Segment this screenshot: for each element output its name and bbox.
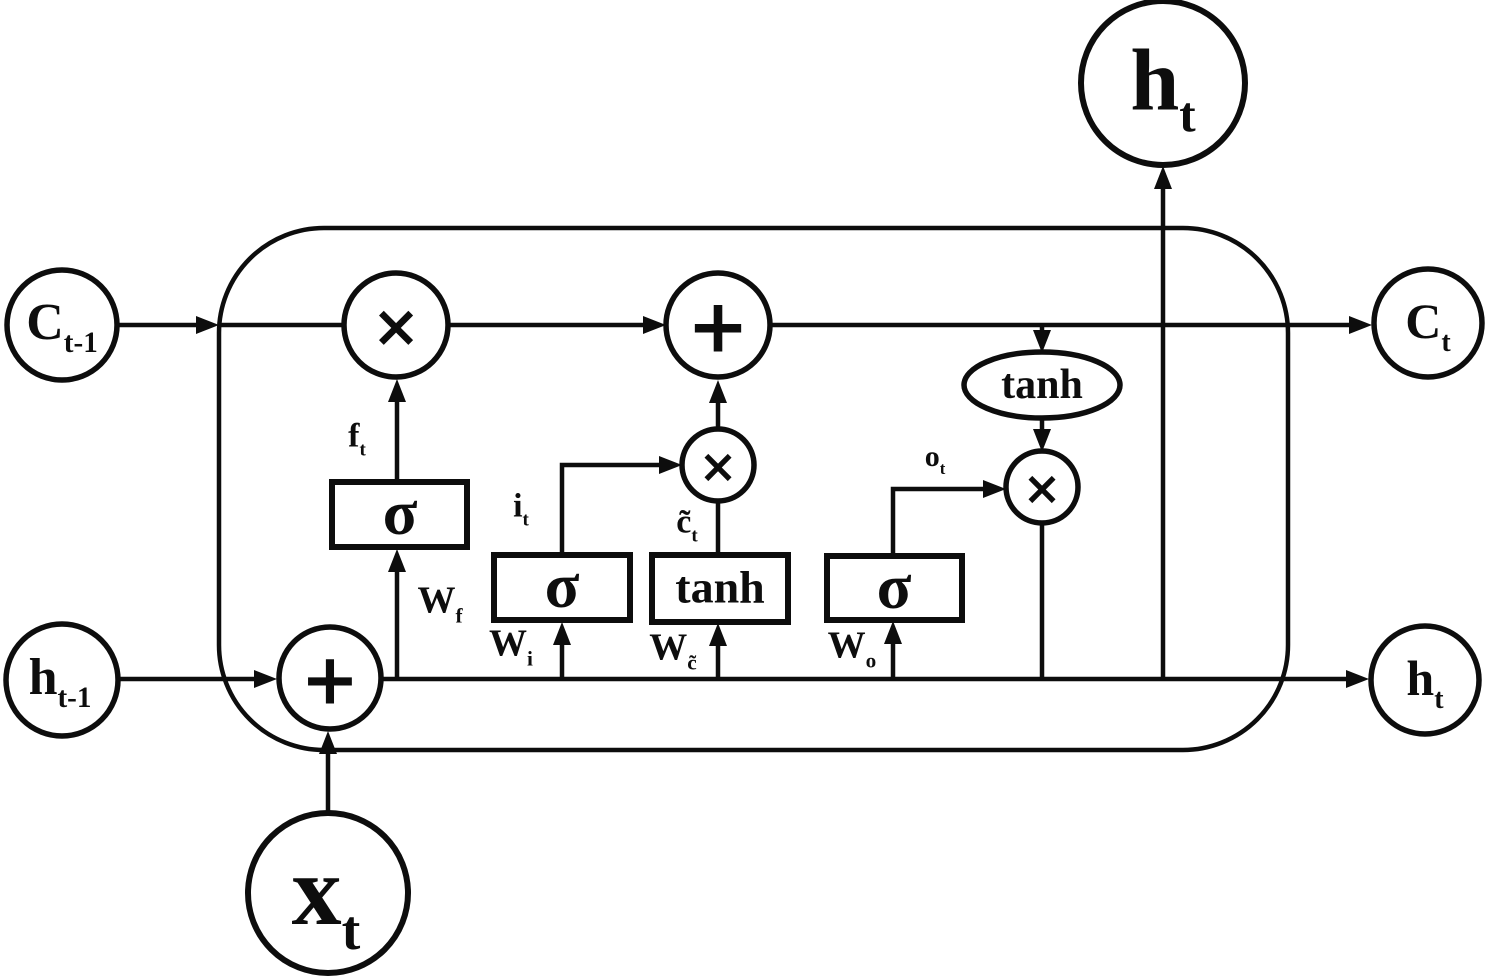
arrowhead — [553, 622, 571, 645]
add-symbol: + — [686, 283, 750, 370]
node-h-top-circle — [1078, 0, 1248, 168]
forget-weight-main: W — [417, 579, 456, 622]
arrowhead — [254, 670, 277, 688]
hidden-state-line — [118, 670, 1369, 688]
cell-boundary — [216, 225, 1291, 753]
h-next-sub: t — [1434, 683, 1444, 715]
h-output-top-label: ht — [1130, 37, 1195, 140]
output-gate-symbol: σ — [876, 550, 912, 622]
node-h-next-circle — [1368, 623, 1482, 737]
forget-gate-symbol: σ — [382, 476, 418, 548]
cell-activation-connector — [1033, 325, 1051, 679]
input-weight-main: W — [489, 622, 528, 665]
arrowhead — [1033, 429, 1051, 452]
h-output-top-main: h — [1130, 32, 1180, 130]
node-x-circle — [245, 810, 411, 976]
h-next-main: h — [1406, 650, 1435, 706]
output-signal-label: ot — [924, 439, 946, 476]
op-input-combine-circle — [276, 624, 384, 732]
op-forget-multiply-circle — [341, 270, 451, 380]
candidate-gate-box — [649, 552, 791, 625]
arrowhead — [1349, 316, 1372, 334]
output-gate-connector — [884, 480, 1006, 679]
h-output-top-sub: t — [1179, 87, 1196, 143]
input-weight-sub: i — [527, 646, 533, 671]
input-gate-symbol: σ — [544, 549, 580, 621]
arrowhead — [319, 731, 337, 754]
h-prev-sub: t-1 — [57, 682, 92, 715]
candidate-weight-label: Wc̃ — [649, 626, 696, 672]
c-next-label: Ct — [1405, 293, 1450, 356]
candidate-connector — [709, 380, 727, 679]
output-weight-label: Wo — [827, 624, 877, 670]
input-signal-sub: t — [522, 509, 529, 531]
c-prev-main: C — [26, 293, 64, 351]
arrowhead — [1154, 166, 1172, 189]
output-weight-main: W — [827, 624, 866, 667]
input-combine-connector — [319, 731, 337, 813]
output-gate-box — [824, 553, 965, 623]
arrowhead — [1346, 670, 1369, 688]
candidate-signal-sub: t — [691, 525, 698, 547]
candidate-signal-label: c̃t — [676, 503, 697, 545]
forget-weight-label: Wf — [417, 579, 462, 625]
node-c-prev-circle — [4, 267, 120, 383]
arrowhead — [388, 379, 406, 402]
cell-activation-ellipse — [961, 349, 1123, 421]
x-input-sub: t — [341, 900, 361, 963]
c-prev-label: Ct-1 — [26, 293, 98, 357]
arrowhead — [983, 480, 1006, 498]
op-output-multiply-circle — [1003, 448, 1081, 526]
candidate-weight-sub: c̃ — [687, 650, 697, 675]
arrowhead — [196, 316, 219, 334]
candidate-weight-main: W — [649, 626, 688, 669]
arrowhead — [884, 621, 902, 644]
forget-signal-sub: t — [359, 439, 366, 461]
c-prev-sub: t-1 — [63, 327, 98, 360]
c-next-sub: t — [1441, 326, 1451, 358]
h-next-label: ht — [1406, 650, 1443, 713]
output-multiply-symbol: × — [1022, 460, 1062, 515]
op-add-circle — [663, 270, 773, 380]
forget-gate-box — [329, 479, 470, 550]
x-input-main: x — [291, 835, 342, 946]
input-gate-connector — [553, 456, 682, 679]
input-combine-symbol: + — [300, 638, 360, 721]
output-signal-sub: t — [939, 458, 946, 478]
forget-weight-sub: f — [455, 603, 463, 628]
arrowhead — [659, 456, 682, 474]
input-signal-main: i — [513, 487, 523, 525]
c-next-main: C — [1405, 293, 1442, 349]
input-signal-label: it — [513, 487, 529, 529]
cell-state-line — [117, 316, 1372, 334]
forget-signal-main: f — [348, 417, 360, 455]
forget-multiply-symbol: × — [371, 292, 421, 361]
input-multiply-symbol: × — [698, 438, 738, 493]
arrowhead — [709, 380, 727, 403]
x-input-label: xt — [292, 841, 361, 960]
forget-signal-label: ft — [348, 417, 366, 459]
input-weight-label: Wi — [489, 622, 533, 668]
hidden-output-connector — [1154, 166, 1172, 679]
arrowhead — [643, 316, 666, 334]
candidate-signal-main: c̃ — [676, 503, 692, 541]
op-input-multiply-circle — [679, 426, 757, 504]
arrowhead — [388, 549, 406, 572]
arrowhead — [1033, 330, 1051, 353]
h-prev-label: ht-1 — [28, 648, 92, 712]
node-c-next-circle — [1371, 266, 1485, 380]
forget-gate-connector — [388, 379, 406, 679]
h-prev-main: h — [28, 648, 58, 706]
candidate-gate-symbol: tanh — [675, 561, 765, 613]
cell-activation-symbol: tanh — [1001, 361, 1083, 408]
input-gate-box — [491, 552, 633, 623]
output-signal-main: o — [924, 439, 940, 473]
output-weight-sub: o — [865, 648, 877, 673]
arrowhead — [709, 623, 727, 646]
node-h-prev-circle — [3, 621, 121, 739]
